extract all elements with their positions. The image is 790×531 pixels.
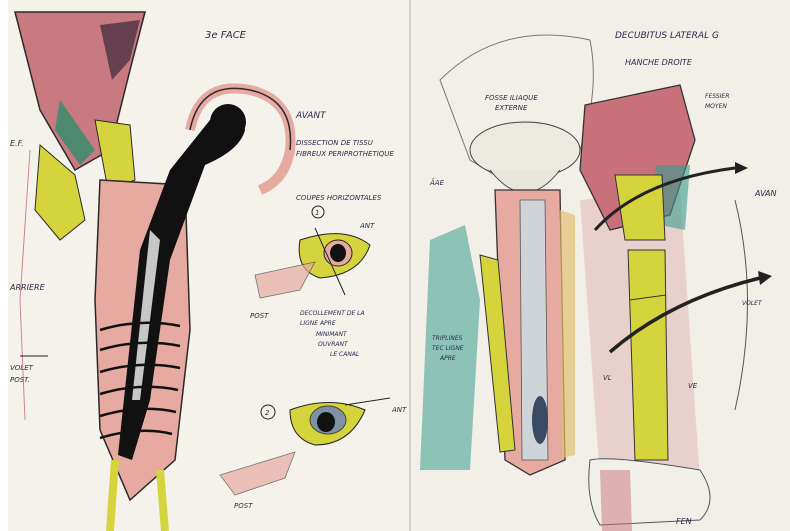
decollement-2: LIGNE APRE bbox=[300, 320, 336, 327]
circle-2-number: 2 bbox=[265, 409, 270, 417]
decollement-4: OUVRANT bbox=[318, 341, 349, 348]
dissection-line-2: FIBREUX PERIPROTHETIQUE bbox=[296, 150, 394, 158]
decollement-1: DECOLLEMENT DE LA bbox=[300, 310, 365, 317]
avant-label: AVANT bbox=[295, 111, 327, 121]
ant-label-1: ANT bbox=[359, 222, 375, 230]
femoral-head bbox=[210, 104, 246, 140]
volet-label-2: POST. bbox=[10, 376, 30, 384]
ant-label-2: ANT bbox=[391, 406, 407, 414]
femoral-flap bbox=[628, 250, 668, 460]
fosse-label-2: EXTERNE bbox=[495, 104, 528, 112]
volet-right: VOLET bbox=[742, 300, 763, 307]
volet-label-1: VOLET bbox=[10, 364, 34, 372]
coupes-label: COUPES HORIZONTALES bbox=[296, 194, 382, 202]
tec-label-3: APRE bbox=[439, 355, 456, 362]
ve-label: VE bbox=[688, 382, 698, 390]
knee-muscle bbox=[600, 470, 632, 531]
decollement-3: MINIMANT bbox=[316, 331, 348, 338]
ae-label: ÂAE bbox=[429, 178, 445, 187]
post-label-1: POST bbox=[250, 312, 269, 320]
fe-label: FEN bbox=[676, 517, 692, 526]
vl-label: VL bbox=[603, 374, 612, 382]
circle-1-number: 1 bbox=[315, 209, 319, 217]
avant-right: AVAN bbox=[754, 189, 776, 198]
fosse-label-1: FOSSE ILIAQUE bbox=[485, 94, 538, 102]
acetabulum bbox=[470, 122, 580, 178]
ef-label: E.F. bbox=[10, 139, 24, 148]
arriere-label: ARRIERE bbox=[9, 283, 46, 292]
muscle-label-2: MOYEN bbox=[705, 103, 727, 110]
tec-label-1: TRIPLINES bbox=[432, 335, 463, 342]
decollement-5: LE CANAL bbox=[330, 351, 359, 358]
dissection-line-1: DISSECTION DE TISSU bbox=[296, 139, 373, 147]
canal-plug bbox=[532, 396, 548, 444]
cortex-right bbox=[560, 210, 575, 458]
tec-label-2: TEC LIGNE bbox=[432, 345, 464, 352]
post-label-2: POST bbox=[234, 502, 253, 510]
muscle-label-1: FESSIER bbox=[705, 93, 729, 100]
right-header-2: HANCHE DROITE bbox=[625, 58, 693, 67]
left-header: 3e FACE bbox=[205, 30, 247, 41]
right-header-1: DECUBITUS LATERAL G bbox=[615, 31, 719, 41]
